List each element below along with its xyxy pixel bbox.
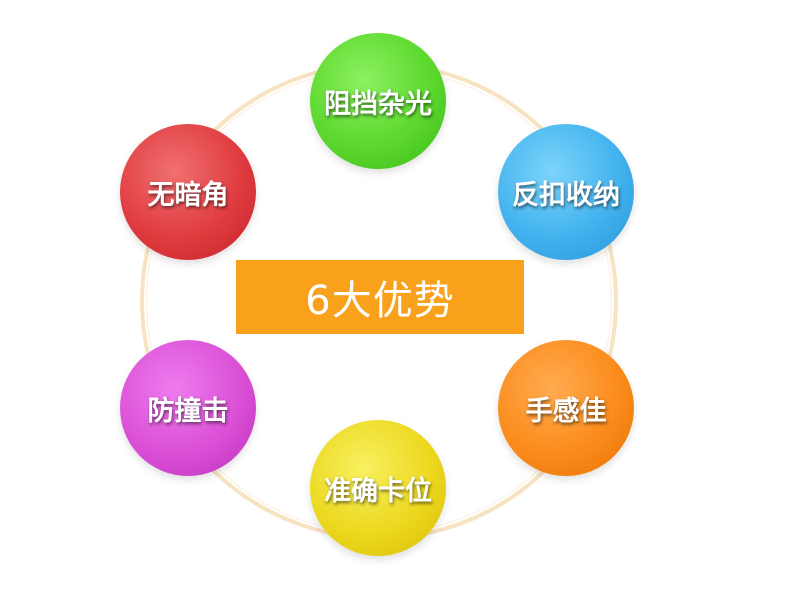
center-title-box: 6大优势 — [236, 260, 524, 334]
advantage-circle-no-vignette: 无暗角 — [120, 124, 256, 260]
center-title: 6大优势 — [305, 278, 455, 324]
advantage-label: 反扣收纳 — [512, 179, 620, 211]
advantage-label: 阻挡杂光 — [324, 88, 432, 120]
advantage-label: 准确卡位 — [324, 475, 432, 507]
advantage-circle-accurate-fit: 准确卡位 — [310, 420, 446, 556]
advantage-circle-block-stray-light: 阻挡杂光 — [310, 33, 446, 169]
advantage-circle-reverse-storage: 反扣收纳 — [498, 124, 634, 260]
advantage-label: 无暗角 — [147, 179, 229, 211]
advantage-label: 手感佳 — [525, 395, 607, 427]
advantage-circle-good-feel: 手感佳 — [498, 340, 634, 476]
advantage-circle-impact-proof: 防撞击 — [120, 340, 256, 476]
advantage-label: 防撞击 — [147, 395, 229, 427]
